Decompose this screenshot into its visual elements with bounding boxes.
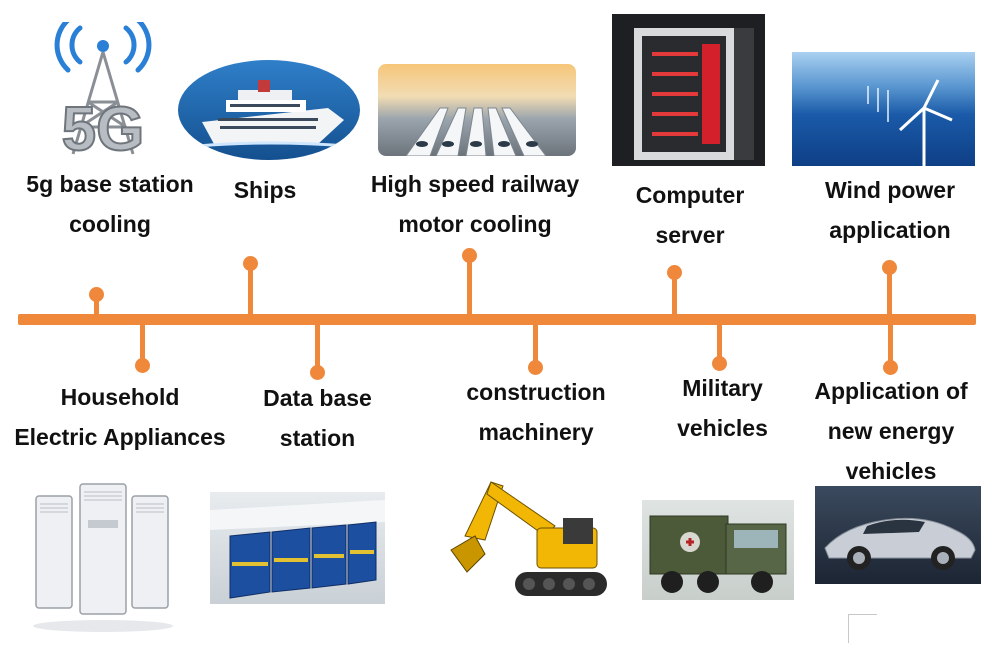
electric-car-image: [815, 486, 981, 584]
connector-top-railway: [467, 258, 472, 318]
connector-bottom-household: [140, 322, 145, 364]
military-truck-image: [642, 500, 794, 600]
5g-tower-icon: 5G: [28, 22, 178, 162]
5g-badge-text: 5G: [62, 95, 145, 162]
computer-server-image: [612, 14, 765, 166]
connector-top-ships: [248, 266, 253, 318]
connector-dot-wind: [882, 260, 897, 275]
connector-dot-5g: [89, 287, 104, 302]
connector-dot-railway: [462, 248, 477, 263]
connector-top-server: [672, 275, 677, 318]
connector-dot-database: [310, 365, 325, 380]
corner-mark: [848, 614, 877, 643]
connector-bottom-database: [315, 322, 320, 372]
connector-bottom-military: [717, 322, 722, 362]
connector-dot-ev: [883, 360, 898, 375]
high-speed-trains-image: [378, 64, 576, 156]
connector-top-wind: [887, 270, 892, 318]
connector-bottom-ev: [888, 322, 893, 368]
connector-dot-military: [712, 356, 727, 371]
connector-bottom-construction: [533, 322, 538, 366]
connector-top-5g: [94, 296, 99, 318]
connector-dot-server: [667, 265, 682, 280]
cruise-ship-image: [178, 60, 360, 160]
connector-dot-household: [135, 358, 150, 373]
wind-turbine-image: [792, 52, 975, 166]
label-ships: Ships: [233, 177, 297, 203]
connector-dot-construction: [528, 360, 543, 375]
server-racks-image: [210, 492, 385, 604]
connector-dot-ships: [243, 256, 258, 271]
excavator-image: [445, 476, 613, 608]
timeline-bar: [18, 314, 976, 325]
air-conditioner-image: [28, 480, 178, 640]
